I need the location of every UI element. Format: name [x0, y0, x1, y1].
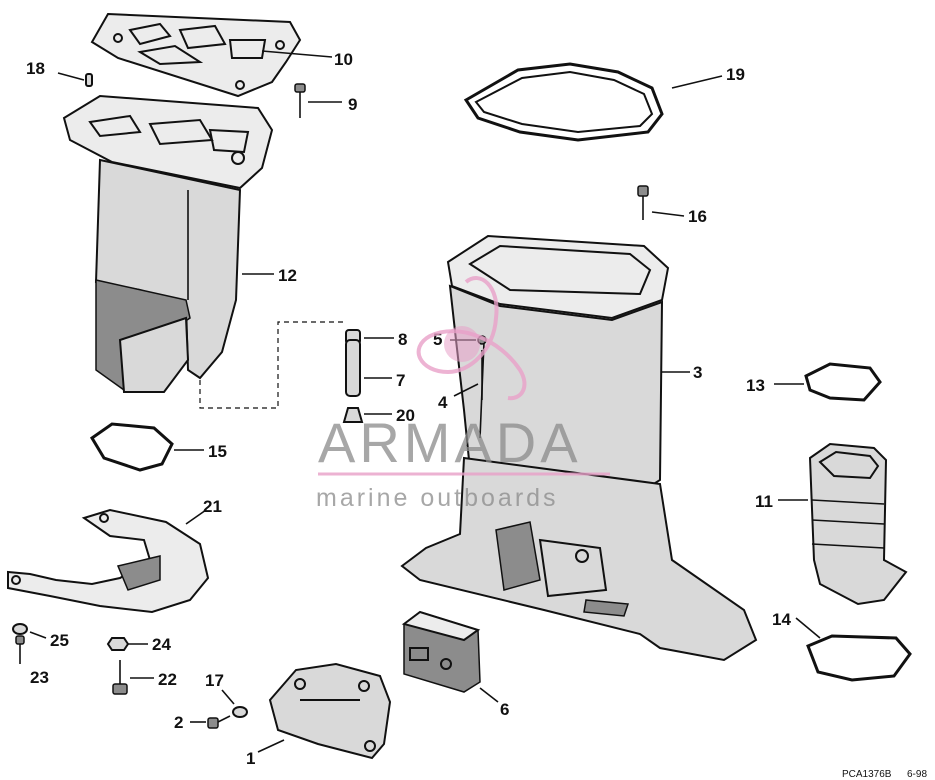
watermark-brand: ARMADA — [318, 411, 582, 474]
part-3-exhaust-housing — [400, 234, 758, 662]
callout-1: 1 — [246, 749, 255, 768]
part-13-gasket — [804, 362, 882, 402]
part-24-nut — [106, 637, 130, 651]
callout-16: 16 — [688, 207, 707, 226]
callout-2: 2 — [174, 713, 183, 732]
part-9-screw — [294, 83, 306, 118]
callout-6: 6 — [500, 700, 509, 719]
armada-logo-icon — [416, 276, 527, 401]
part-10-adapter-gasket — [90, 12, 302, 98]
part-21-plate — [7, 508, 210, 614]
part-22-bolt — [112, 660, 128, 695]
leader-lines — [29, 50, 821, 753]
callout-5: 5 — [433, 330, 442, 349]
callout-7: 7 — [396, 371, 405, 390]
part-16-screw — [637, 185, 649, 220]
dashed-connector — [199, 321, 346, 409]
callout-19: 19 — [726, 65, 745, 84]
part-23-screw — [15, 635, 25, 664]
callout-25: 25 — [50, 631, 69, 650]
callout-11: 11 — [755, 492, 773, 511]
callout-18: 18 — [26, 59, 45, 78]
part-17-washer — [232, 706, 248, 718]
callout-4: 4 — [438, 393, 448, 412]
callout-20: 20 — [396, 406, 415, 425]
part-11-exhaust-tube — [808, 442, 908, 606]
callout-13: 13 — [746, 376, 765, 395]
callout-23: 23 — [30, 668, 49, 687]
callout-22: 22 — [158, 670, 177, 689]
part-6-mount — [401, 610, 481, 693]
part-18-dowel-pin — [85, 73, 93, 87]
part-2-screw — [207, 715, 231, 729]
callout-15: 15 — [208, 442, 227, 461]
callout-3: 3 — [693, 363, 702, 382]
part-19-seal — [463, 62, 664, 142]
watermark: ARMADA marine outboards — [316, 276, 610, 512]
watermark-tagline: marine outboards — [316, 484, 559, 512]
part-25-washer — [12, 623, 28, 635]
callout-labels: 10 18 9 19 16 12 8 5 7 4 20 3 13 15 11 2… — [26, 50, 791, 768]
part-1-cover — [268, 662, 392, 760]
part-14-gasket — [806, 634, 912, 682]
callout-12: 12 — [278, 266, 297, 285]
part-20-grommet — [342, 407, 364, 423]
callout-17: 17 — [205, 671, 224, 690]
callout-14: 14 — [772, 610, 791, 629]
part-12-exhaust-adapter — [62, 94, 274, 393]
callout-9: 9 — [348, 95, 357, 114]
callout-8: 8 — [398, 330, 407, 349]
callout-10: 10 — [334, 50, 353, 69]
part-15-gasket — [89, 422, 174, 472]
callout-21: 21 — [203, 497, 222, 516]
part-7-tube — [345, 339, 361, 397]
callout-24: 24 — [152, 635, 171, 654]
date-code: 6-98 — [907, 769, 927, 780]
drawing-code: PCA1376B — [842, 769, 892, 780]
